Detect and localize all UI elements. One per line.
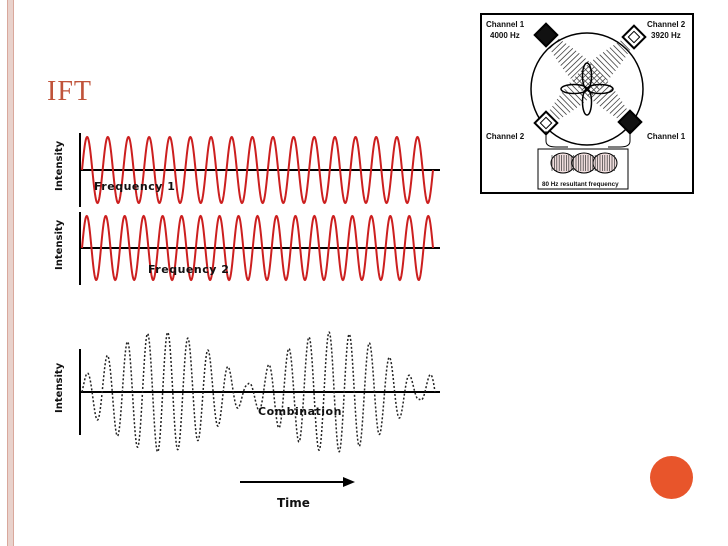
frequency-1-panel: Intensity Frequency 1 bbox=[54, 133, 440, 207]
beat-envelope bbox=[550, 152, 618, 174]
electrode-top-left bbox=[533, 22, 559, 48]
time-label: Time bbox=[277, 496, 310, 510]
combination-panel: Intensity Combination bbox=[54, 331, 440, 453]
channel-top-right-name: Channel 2 bbox=[647, 20, 686, 29]
frequency-2-panel: Intensity Frequency 2 bbox=[54, 212, 440, 285]
scheme-connector-left bbox=[545, 131, 568, 148]
frequency-1-label: Frequency 1 bbox=[94, 180, 175, 193]
combination-wave bbox=[81, 331, 436, 453]
channel-bottom-left-name: Channel 2 bbox=[486, 132, 525, 141]
ift-electrode-scheme: 80 Hz resultant frequency Channel 1 4000… bbox=[480, 13, 694, 194]
channel-top-left-name: Channel 1 bbox=[486, 20, 525, 29]
resultant-frequency-box: 80 Hz resultant frequency bbox=[537, 148, 629, 190]
frequency-2-wave bbox=[81, 214, 434, 282]
combination-label: Combination bbox=[258, 405, 342, 418]
electrode-bottom-right bbox=[617, 109, 643, 135]
left-accent-rule bbox=[7, 0, 14, 546]
scheme-connector-right bbox=[608, 130, 631, 148]
interference-clover bbox=[560, 62, 614, 116]
decorative-orange-dot bbox=[650, 456, 693, 499]
electrode-bottom-left bbox=[533, 110, 559, 136]
combination-ylabel: Intensity bbox=[54, 362, 65, 413]
frequency-1-ylabel: Intensity bbox=[54, 140, 65, 191]
frequency-1-wave bbox=[81, 135, 434, 205]
resultant-frequency-label: 80 Hz resultant frequency bbox=[542, 181, 619, 188]
channel-bottom-right-name: Channel 1 bbox=[647, 132, 686, 141]
frequency-2-label: Frequency 2 bbox=[148, 263, 229, 276]
frequency-2-ylabel: Intensity bbox=[54, 219, 65, 270]
treatment-area-circle bbox=[530, 32, 644, 146]
slide-title: IFT bbox=[47, 76, 92, 107]
channel-top-right-freq: 3920 Hz bbox=[651, 31, 681, 40]
channel-top-left-freq: 4000 Hz bbox=[490, 31, 520, 40]
time-arrow-head bbox=[343, 477, 355, 487]
electrode-top-right bbox=[621, 24, 647, 50]
time-axis: Time bbox=[240, 477, 355, 510]
